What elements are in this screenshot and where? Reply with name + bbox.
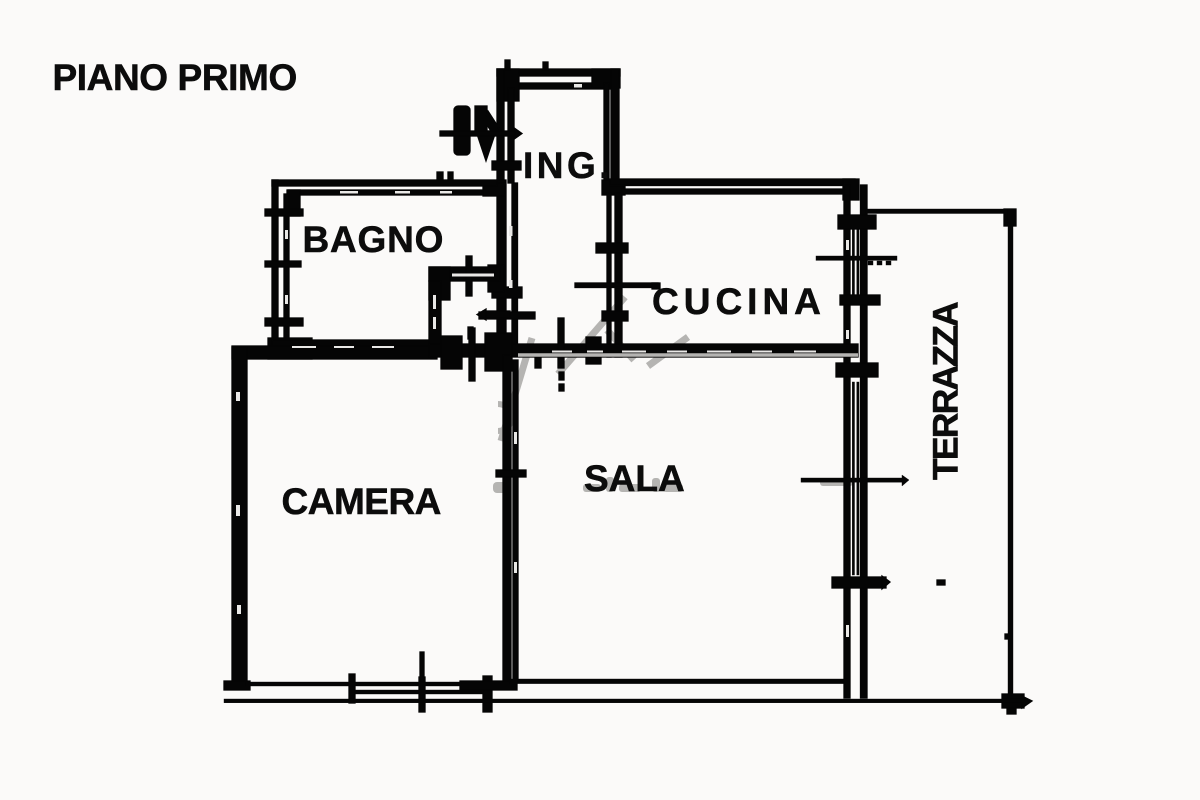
svg-text:PIANO PRIMO: PIANO PRIMO: [53, 57, 297, 98]
svg-text:CUCINA: CUCINA: [652, 281, 826, 322]
svg-text:SALA: SALA: [584, 458, 685, 499]
svg-text:CAMERA: CAMERA: [282, 481, 441, 522]
svg-text:ING.: ING.: [523, 145, 613, 186]
svg-text:BAGNO: BAGNO: [303, 219, 445, 260]
svg-text:TERRAZZA: TERRAZZA: [926, 302, 966, 480]
